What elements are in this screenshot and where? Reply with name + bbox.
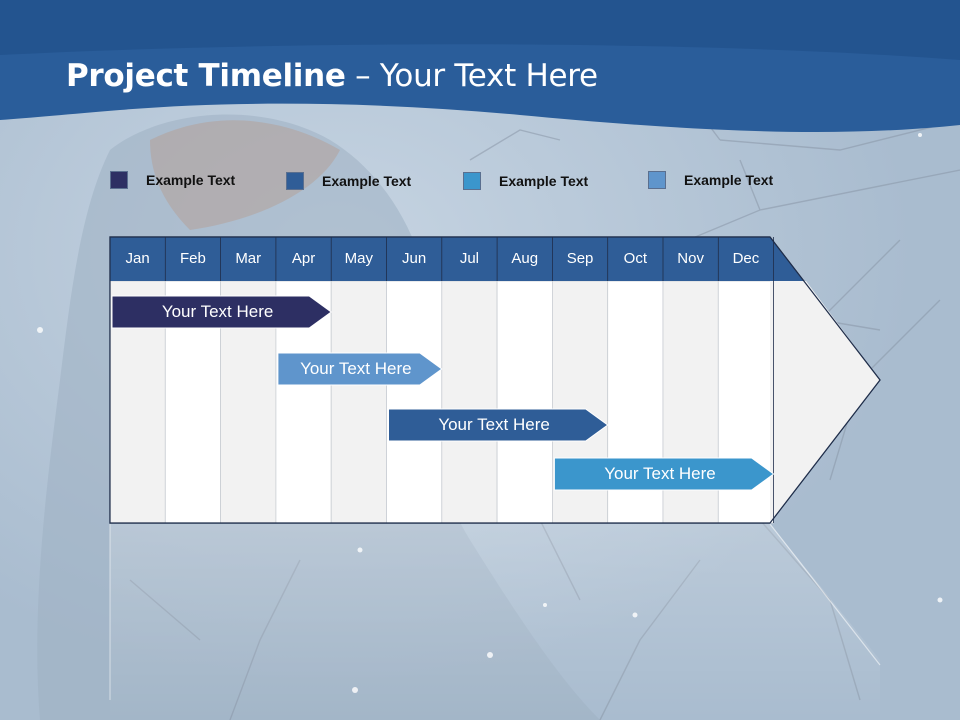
month-column-aug [496, 280, 553, 524]
timeline-arrow-tip [770, 281, 880, 523]
month-label-dec: Dec [732, 250, 760, 267]
task-bar-1 [111, 295, 333, 329]
legend-swatch-1 [110, 171, 128, 189]
month-column-may [330, 280, 387, 524]
month-label-sep: Sep [566, 250, 594, 267]
task-bar-2 [277, 352, 443, 386]
month-label-may: May [344, 250, 373, 267]
legend-swatch-3 [463, 172, 481, 190]
timeline-reflection-edge [769, 523, 881, 666]
title-rest: – Your Text Here [345, 58, 598, 94]
legend-label-2: Example Text [322, 173, 412, 189]
month-label-nov: Nov [677, 250, 704, 267]
month-header-bar [110, 237, 804, 281]
header-band [0, 0, 960, 132]
legend-label-3: Example Text [499, 173, 589, 189]
legend-swatch-4 [648, 171, 666, 189]
month-label-aug: Aug [511, 250, 539, 267]
task-bar-3 [388, 408, 609, 442]
month-label-jul: Jul [459, 250, 480, 267]
month-column-jul [441, 280, 498, 524]
task-label-2: Your Text Here [300, 359, 412, 378]
legend-label-1: Example Text [146, 172, 236, 188]
month-label-oct: Oct [623, 250, 647, 267]
month-column-jun [386, 280, 443, 524]
legend-swatch-2 [286, 172, 304, 190]
page-title: Project Timeline – Your Text Here [66, 58, 598, 94]
month-label-jan: Jan [125, 250, 150, 267]
task-bars [111, 295, 775, 491]
month-label-jun: Jun [402, 250, 427, 267]
timeline-reflection [110, 524, 880, 720]
title-bold: Project Timeline [66, 58, 346, 94]
month-label-mar: Mar [235, 250, 262, 267]
task-label-1: Your Text Here [161, 302, 274, 321]
legend-label-4: Example Text [684, 172, 774, 188]
task-label-4: Your Text Here [604, 464, 716, 483]
month-label-apr: Apr [291, 250, 316, 267]
figure-shoulder [150, 120, 340, 230]
month-label-feb: Feb [180, 250, 206, 267]
task-label-3: Your Text Here [438, 415, 550, 434]
task-bar-4 [553, 457, 775, 491]
